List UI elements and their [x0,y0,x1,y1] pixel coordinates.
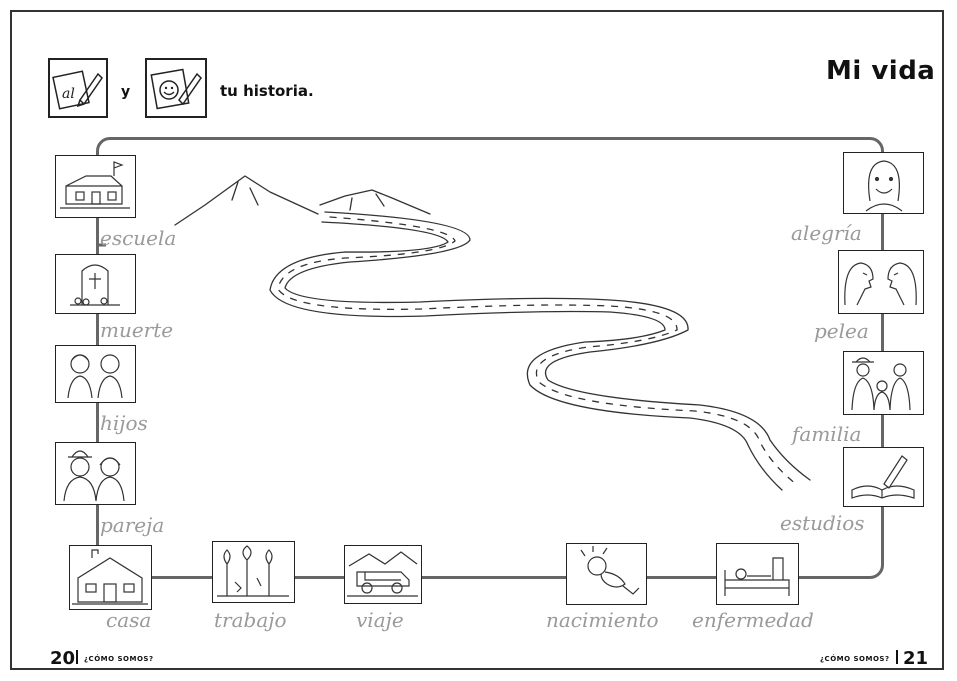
birth-picture [566,543,647,605]
joy-picture [843,152,924,214]
studies-picture [843,447,924,507]
right-footer-text: ¿CÓMO SOMOS? [820,655,890,663]
svg-text:al: al [62,86,75,102]
school-picture [55,155,136,218]
travel-picture [344,545,422,604]
right-page-number: 21 [903,648,929,669]
left-footer-text: ¿CÓMO SOMOS? [84,655,154,663]
label-pelea: pelea [814,319,869,343]
write-icon: al [48,58,108,118]
subtitle: tu historia. [220,82,314,100]
illness-picture [716,543,799,605]
children-picture [55,345,136,403]
fight-picture [838,250,924,314]
label-alegria: alegría [791,221,862,245]
label-escuela: escuela [100,226,177,250]
label-trabajo: trabajo [214,608,287,632]
left-page-divider [76,650,78,664]
right-page-divider [896,650,898,664]
death-picture [55,254,136,314]
label-nacimiento: nacimiento [546,608,659,632]
page-title: Mi vida [826,56,936,86]
label-viaje: viaje [356,608,404,632]
label-estudios: estudios [780,511,865,535]
label-hijos: hijos [100,411,148,435]
draw-icon [145,58,207,118]
work-picture [212,541,295,603]
house-picture [69,545,152,610]
label-pareja: pareja [100,513,165,537]
label-casa: casa [106,608,152,632]
label-muerte: muerte [100,318,174,342]
left-page-number: 20 [50,648,76,669]
couple-picture [55,442,136,505]
label-familia: familia [792,422,862,446]
label-enfermedad: enfermedad [692,608,814,632]
connector-y: y [121,84,131,100]
family-picture [843,351,924,415]
